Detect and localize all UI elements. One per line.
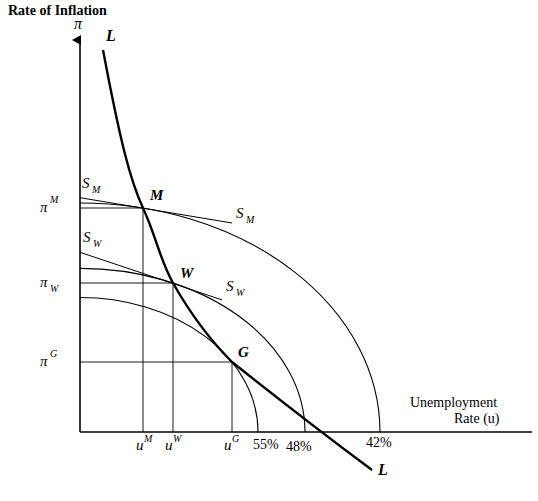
- axis-title: Rate (u): [454, 412, 499, 426]
- tangent-lines: [80, 198, 232, 300]
- point-label: G: [238, 345, 249, 360]
- line-label: S: [83, 230, 91, 245]
- subscript: M: [246, 215, 254, 225]
- axis-value: π: [40, 200, 48, 215]
- axis-value: u: [165, 438, 173, 453]
- superscript: G: [50, 349, 57, 359]
- subscript: W: [93, 239, 101, 249]
- superscript: W: [173, 434, 181, 444]
- curve-label: L: [378, 462, 388, 478]
- subscript: M: [92, 185, 100, 195]
- curve-value: 55%: [253, 438, 279, 452]
- curve-value: 48%: [286, 440, 312, 454]
- axis-symbol: π: [74, 16, 82, 32]
- curve-label: L: [106, 28, 116, 44]
- line-label: S: [236, 206, 244, 221]
- axis-value: π: [40, 354, 48, 369]
- x-axis: [80, 431, 532, 433]
- superscript: G: [232, 434, 239, 444]
- axis-value: u: [224, 438, 232, 453]
- axis-title: Unemployment: [410, 396, 497, 410]
- subscript: W: [236, 288, 244, 298]
- curve-value: 42%: [366, 436, 392, 450]
- superscript: M: [50, 195, 58, 205]
- axis-value: u: [136, 438, 144, 453]
- axis-title: Rate of Inflation: [8, 4, 107, 18]
- point-label: W: [180, 266, 193, 281]
- superscript: M: [144, 434, 152, 444]
- axis-value: π: [40, 275, 48, 290]
- line-label: S: [82, 176, 90, 191]
- indifference-curves: [80, 203, 380, 432]
- y-axis: [79, 40, 81, 432]
- phillips-curve: [103, 50, 372, 470]
- point-label: M: [150, 188, 163, 203]
- line-label: S: [226, 279, 234, 294]
- subscript: W: [50, 284, 58, 294]
